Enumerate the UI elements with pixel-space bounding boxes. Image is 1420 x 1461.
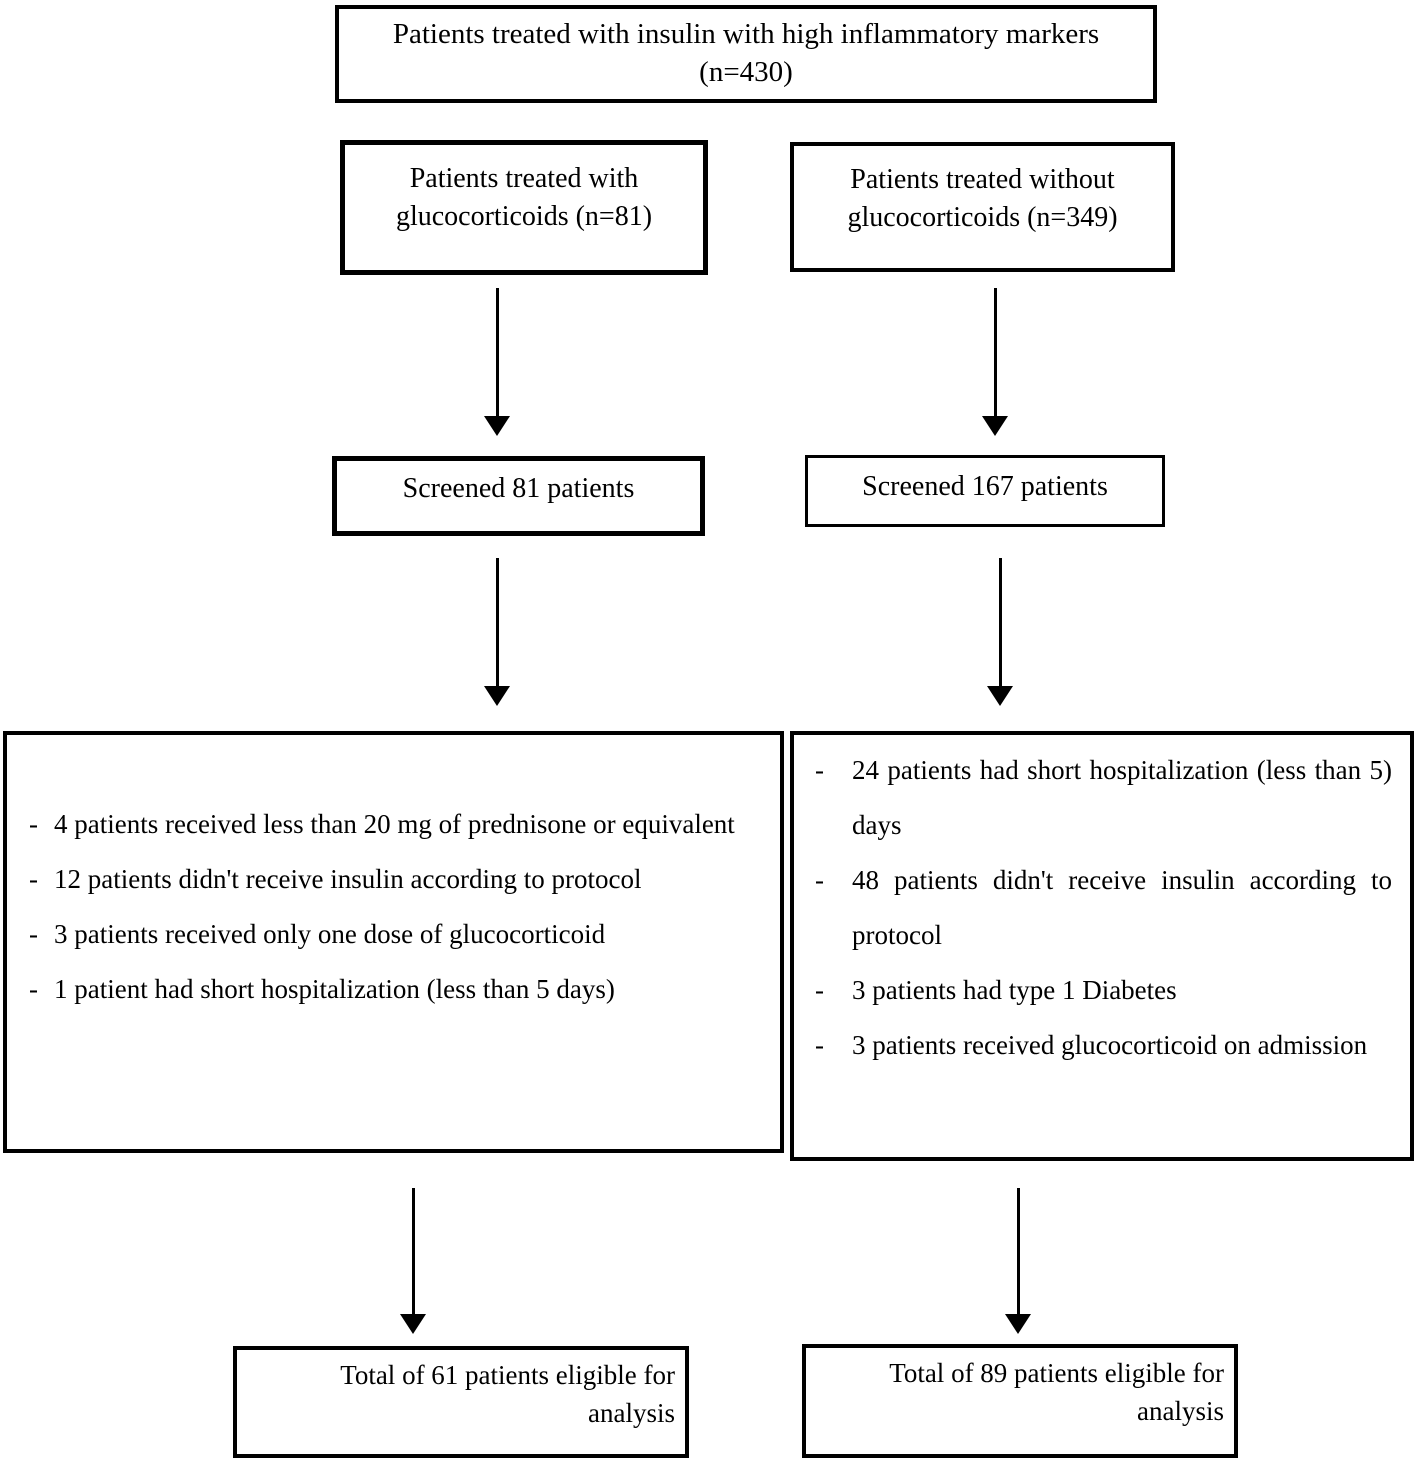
arrow-shaft: [411, 1188, 415, 1315]
dash-bullet: -: [815, 975, 824, 1005]
total-without-gc-box: Total of 89 patients eligible for analys…: [802, 1344, 1238, 1458]
arrow-down-icon: [400, 1188, 426, 1334]
top-box-line-2: (n=430): [699, 56, 793, 88]
arrow-head: [982, 416, 1008, 436]
exclusion-item-text: 12 patients didn't receive insulin accor…: [54, 864, 642, 894]
exclusion-item-text: 3 patients received only one dose of glu…: [54, 919, 606, 949]
dash-bullet: -: [29, 809, 38, 839]
arrow-down-icon: [1005, 1188, 1031, 1334]
exclusion-item: - 1 patient had short hospitalization (l…: [29, 962, 770, 1017]
with-gc-exclusions-box: - 4 patients received less than 20 mg of…: [3, 731, 784, 1153]
group-box-line-1: Patients treated without: [850, 164, 1115, 195]
dash-bullet: -: [815, 1030, 824, 1060]
dash-bullet: -: [815, 865, 824, 895]
exclusion-item-text: 3 patients received glucocorticoid on ad…: [852, 1030, 1368, 1060]
exclusion-item-text: 1 patient had short hospitalization (les…: [54, 974, 615, 1004]
screened-with-gc-box: Screened 81 patients: [332, 456, 705, 536]
arrow-head: [484, 416, 510, 436]
exclusion-item: - 3 patients received glucocorticoid on …: [815, 1018, 1392, 1073]
arrow-shaft: [998, 558, 1002, 687]
arrow-down-icon: [987, 558, 1013, 706]
screened-text: Screened 167 patients: [862, 471, 1108, 502]
dash-bullet: -: [29, 864, 38, 894]
group-box-line-1: Patients treated with: [409, 163, 639, 194]
group-box-line-2: glucocorticoids (n=349): [847, 202, 1118, 233]
exclusion-item: - 48 patients didn't receive insulin acc…: [815, 853, 1392, 963]
with-glucocorticoids-group-box: Patients treated with glucocorticoids (n…: [340, 140, 708, 275]
arrow-head: [484, 686, 510, 706]
total-box-line-1: Total of 61 patients eligible for: [340, 1360, 675, 1390]
arrow-shaft: [495, 558, 499, 687]
arrow-down-icon: [982, 288, 1008, 436]
group-box-line-2: glucocorticoids (n=81): [395, 201, 653, 232]
exclusion-item-text: 24 patients had short hospitalization (l…: [852, 755, 1392, 840]
arrow-shaft: [495, 288, 499, 417]
exclusion-item-text: 3 patients had type 1 Diabetes: [852, 975, 1177, 1005]
total-box-line-2: analysis: [588, 1398, 675, 1428]
total-box-line-1: Total of 89 patients eligible for: [889, 1358, 1224, 1388]
top-enrollment-box: Patients treated with insulin with high …: [335, 5, 1157, 103]
arrow-head: [400, 1314, 426, 1334]
exclusion-item: - 3 patients had type 1 Diabetes: [815, 963, 1392, 1018]
arrow-shaft: [1016, 1188, 1020, 1315]
exclusion-item-text: 4 patients received less than 20 mg of p…: [54, 809, 735, 839]
dash-bullet: -: [815, 755, 824, 785]
screened-text: Screened 81 patients: [402, 473, 635, 504]
total-with-gc-box: Total of 61 patients eligible for analys…: [233, 1346, 689, 1458]
exclusion-item: - 24 patients had short hospitalization …: [815, 743, 1392, 853]
arrow-shaft: [993, 288, 997, 417]
dash-bullet: -: [29, 974, 38, 1004]
arrow-down-icon: [484, 288, 510, 436]
screened-without-gc-box: Screened 167 patients: [805, 455, 1165, 527]
arrow-head: [987, 686, 1013, 706]
top-box-line-1: Patients treated with insulin with high …: [392, 18, 1100, 50]
arrow-down-icon: [484, 558, 510, 706]
without-gc-exclusions-box: - 24 patients had short hospitalization …: [790, 731, 1414, 1161]
exclusion-item: - 12 patients didn't receive insulin acc…: [29, 852, 770, 907]
arrow-head: [1005, 1314, 1031, 1334]
exclusion-item: - 3 patients received only one dose of g…: [29, 907, 770, 962]
total-box-line-2: analysis: [1137, 1396, 1224, 1426]
exclusion-item: - 4 patients received less than 20 mg of…: [29, 797, 770, 852]
dash-bullet: -: [29, 919, 38, 949]
without-glucocorticoids-group-box: Patients treated without glucocorticoids…: [790, 142, 1175, 272]
exclusion-item-text: 48 patients didn't receive insulin accor…: [852, 865, 1392, 950]
